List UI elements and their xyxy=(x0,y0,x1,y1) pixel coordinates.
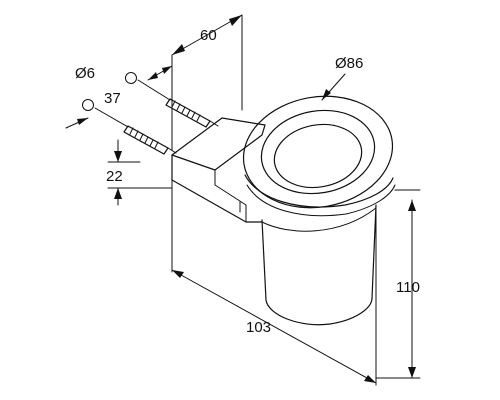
dimension-60: 60 xyxy=(171,14,243,151)
lower-screw-dowel xyxy=(82,99,177,155)
dimension-22-label: 22 xyxy=(106,168,123,185)
dimension-diameter-86: Ø86 xyxy=(321,55,363,101)
dimension-110: 110 xyxy=(375,189,421,379)
dimension-diameter-6: Ø6 xyxy=(65,65,95,129)
dimension-37-label: 37 xyxy=(104,90,121,107)
glass-cup xyxy=(261,204,377,326)
dimension-22: 22 xyxy=(106,139,173,206)
dimension-103: 103 xyxy=(171,189,377,386)
dimension-60-label: 60 xyxy=(200,27,217,44)
cup-ring xyxy=(242,95,396,217)
upper-screw-dowel xyxy=(125,72,219,128)
dimension-diameter-6-label: Ø6 xyxy=(75,65,95,82)
dimension-37: 37 xyxy=(104,65,173,107)
dimension-diameter-86-label: Ø86 xyxy=(335,55,363,72)
dimension-103-label: 103 xyxy=(246,319,271,336)
dimension-110-label: 110 xyxy=(396,279,420,296)
